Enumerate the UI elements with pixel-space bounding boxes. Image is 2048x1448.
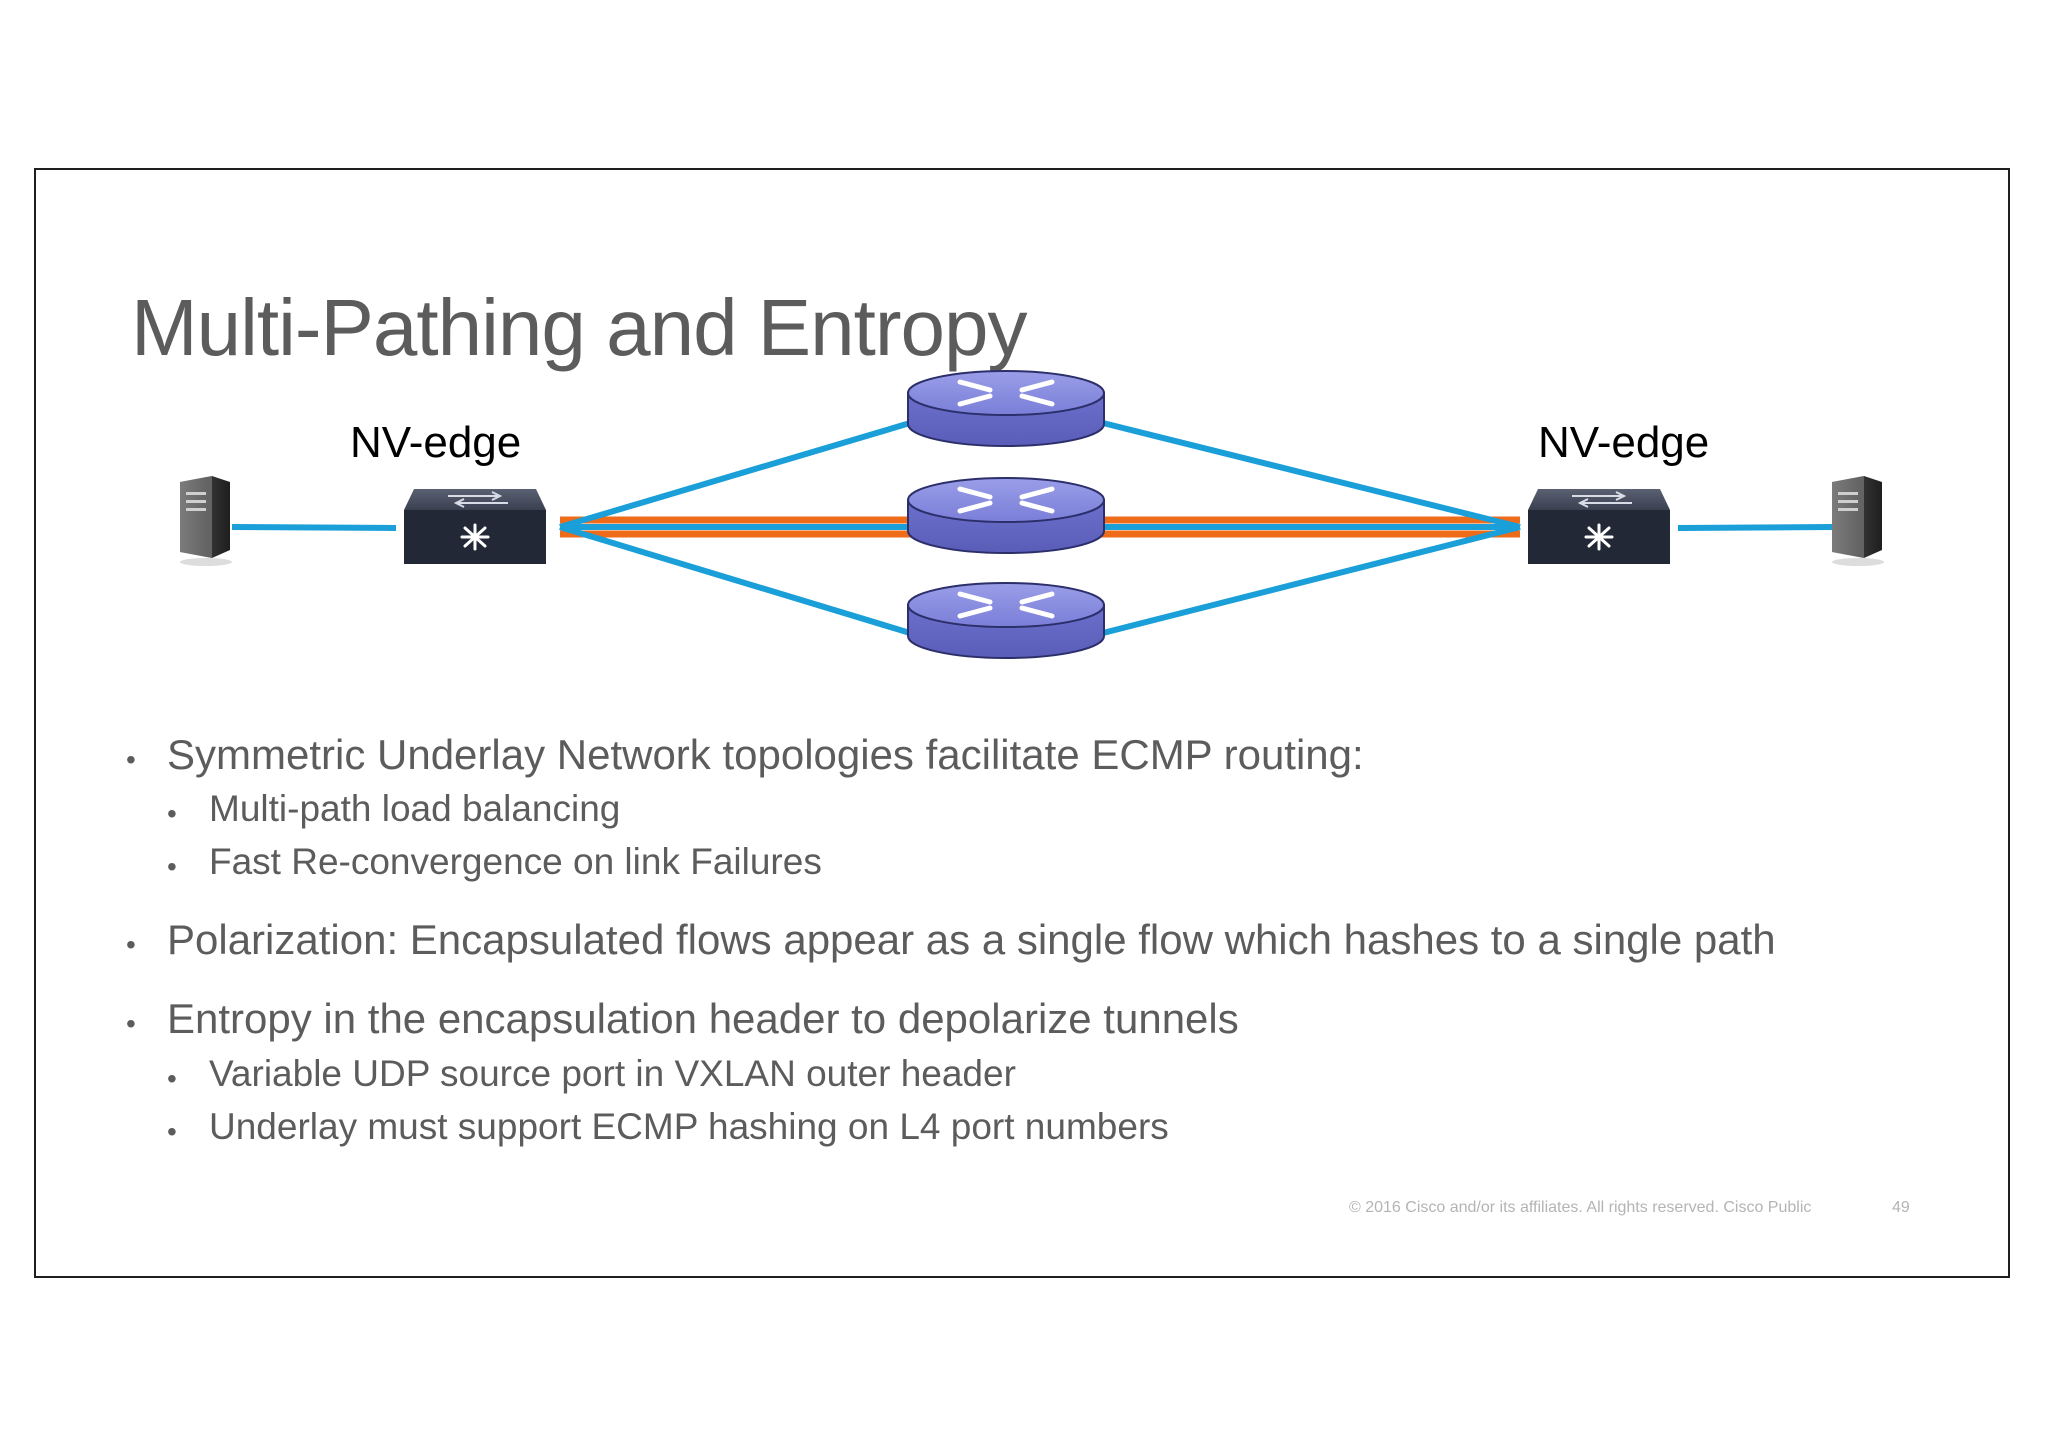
bullet-item: Entropy in the encapsulation header to d… [167,995,1239,1042]
footer-copyright: © 2016 Cisco and/or its affiliates. All … [1349,1199,1812,1216]
server-icon [180,476,232,566]
bullet-dot: • [167,851,177,882]
slide-title: Multi-Pathing and Entropy [131,283,1028,372]
nv-edge-label-right: NV-edge [1538,418,1710,467]
sub-bullet-item: Underlay must support ECMP hashing on L4… [209,1106,1169,1147]
bullet-dot: • [126,744,136,775]
sub-bullet-item: Variable UDP source port in VXLAN outer … [209,1053,1016,1094]
switch-icon [1528,489,1670,564]
link-left-lower [559,524,911,636]
sub-bullet-item: Fast Re-convergence on link Failures [209,841,822,882]
bullet-item: Symmetric Underlay Network topologies fa… [167,731,1364,778]
server-icon [1832,476,1884,566]
switch-icon [404,489,546,564]
link-server-left [231,524,397,531]
nv-edge-label-left: NV-edge [350,418,522,467]
link-left-upper [559,420,911,530]
router-icon [907,477,1105,554]
router-icon [907,370,1105,447]
bullet-dot: • [167,1063,177,1094]
link-right-upper [1102,420,1521,530]
bullet-item: Polarization: Encapsulated flows appear … [167,916,1776,963]
sub-bullet-item: Multi-path load balancing [209,788,621,829]
slide-frame [34,168,2010,1278]
bullet-dot: • [167,1116,177,1147]
bullet-dot: • [126,929,136,960]
router-icon [907,582,1105,659]
bullet-dot: • [126,1008,136,1039]
page-number: 49 [1892,1199,1910,1216]
bullet-dot: • [167,798,177,829]
link-right-lower [1102,524,1521,636]
link-server-right [1677,524,1835,531]
